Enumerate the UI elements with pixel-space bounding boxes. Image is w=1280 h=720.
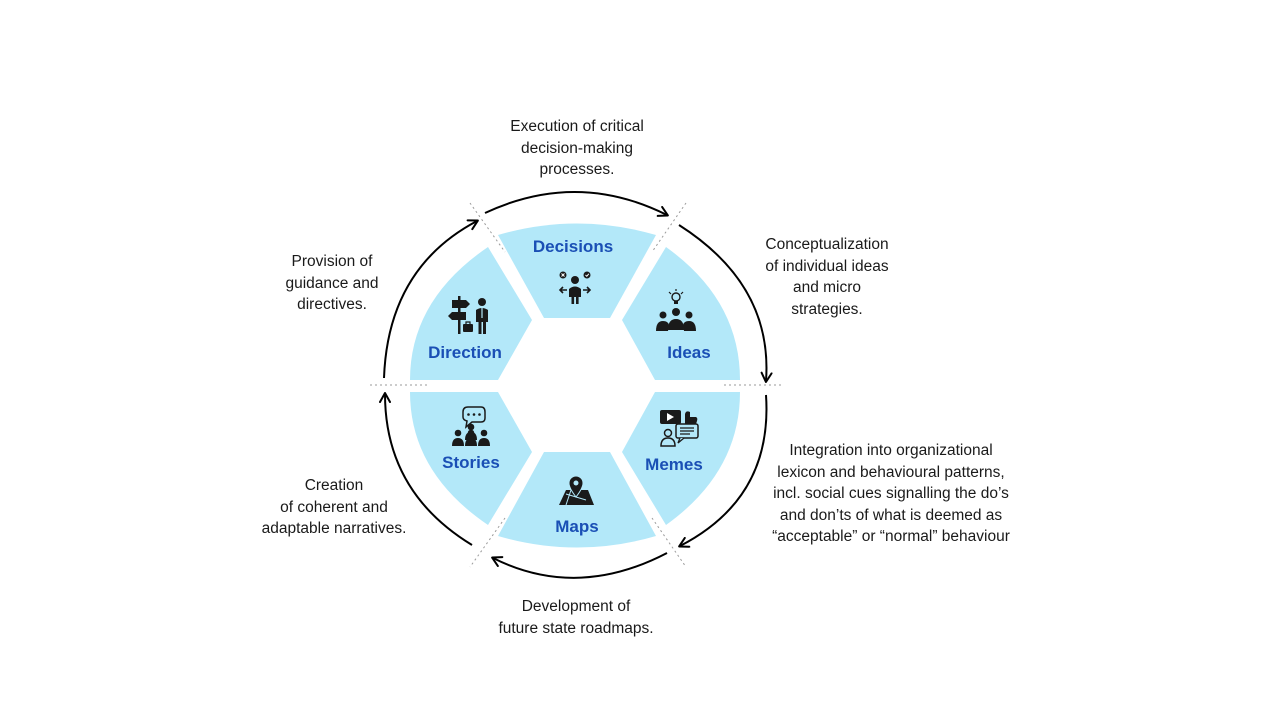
segment-stories-shape [410,392,532,525]
description-line: Development of [521,598,631,615]
ring-arc-bottom-left [379,392,473,546]
description-decisions: Execution of critical decision-making proc… [477,116,677,181]
description-line: Integration into organizational [789,442,993,459]
segment-direction: Direction [410,247,532,380]
description-line: of individual ideas [765,257,889,275]
description-memes: Integration into organizational lexicon a… [746,440,1036,548]
description-line: Creation [304,477,364,494]
description-line: future state roadmaps. [498,619,654,637]
decision-person-arrows-icon [558,271,592,304]
description-line: Conceptualization [765,236,889,253]
description-line: guidance and [285,274,379,292]
segment-maps-label: Maps [555,517,598,536]
cycle-ring [379,191,773,579]
description-direction: Provision of guidance and directives. [262,251,402,316]
description-line: Execution of critical [510,118,644,135]
segment-ideas-label: Ideas [667,343,710,362]
video-chat-like-icon [660,410,699,447]
team-lightbulb-icon [656,289,696,331]
description-line: lexicon and behavioural patterns, [777,463,1005,481]
description-line: and micro [792,279,862,296]
description-line: and don’ts of what is deemed as [779,506,1003,524]
ring-arc-top-left [383,219,479,379]
description-stories: Creation of coherent and adaptable narrati… [244,475,424,540]
segment-direction-shape [410,247,532,380]
group-speech-bubble-icon [452,406,490,446]
segment-ideas: Ideas [622,247,740,380]
segment-memes-label: Memes [645,455,703,474]
segment-decisions: Decisions [498,223,656,318]
description-line: directives. [297,296,367,313]
divider-lines [370,202,784,568]
segment-ideas-shape [622,247,740,380]
description-line: adaptable narratives. [261,520,407,537]
segment-direction-label: Direction [428,343,502,362]
ring-arc-bottom [491,552,668,579]
ring-arc-top [484,191,669,217]
segment-decisions-label: Decisions [533,237,613,256]
description-maps: Development of future state roadmaps. [476,596,676,639]
description-line: decision-making [521,139,633,157]
description-ideas: Conceptualization of individual ideas and … [742,234,912,320]
description-line: Provision of [291,253,373,270]
ring-arc-bottom-right [678,394,768,548]
description-line: strategies. [791,300,863,318]
map-pin-icon [559,475,594,506]
description-line: of coherent and [280,498,388,516]
segment-stories-label: Stories [442,453,500,472]
description-line: processes. [539,161,615,178]
ring-arc-top-right [678,224,773,383]
description-line: “acceptable” or “normal” behaviour [772,528,1010,545]
segment-memes: Memes [622,392,740,525]
segment-memes-shape [622,392,740,525]
description-line: incl. social cues signalling the do’s [773,485,1009,502]
segment-decisions-shape [498,223,656,318]
segment-stories: Stories [410,392,532,525]
segment-maps: Maps [498,452,656,548]
signpost-person-icon [448,296,488,334]
